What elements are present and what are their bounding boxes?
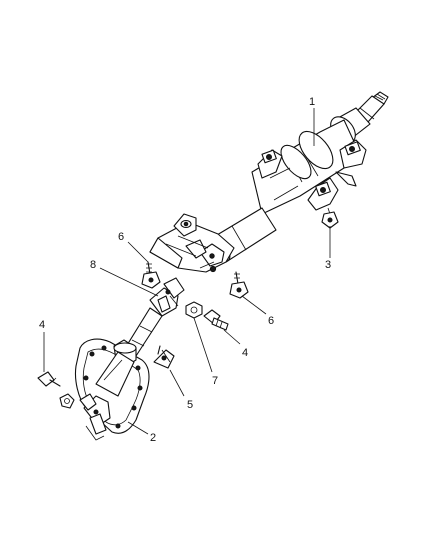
upper-universal-joint <box>149 277 185 317</box>
callout-4-middle: 4 <box>242 347 248 359</box>
steering-column-assembly <box>149 91 389 273</box>
lower-mounting-bracket <box>149 213 235 273</box>
leader-6-upper <box>127 241 149 263</box>
leader-2 <box>127 421 149 435</box>
stud-6-lower <box>229 271 249 299</box>
leader-6-lower <box>241 295 267 315</box>
lower-universal-joint <box>79 393 111 441</box>
stud-6-upper <box>141 261 161 289</box>
callout-7: 7 <box>212 375 218 387</box>
bolt-4-middle <box>203 309 229 331</box>
bolt-3 <box>321 207 339 229</box>
leader-8 <box>99 267 159 297</box>
leader-7 <box>193 317 213 373</box>
leader-5 <box>169 369 185 397</box>
callout-2: 2 <box>150 432 156 444</box>
callout-4-left: 4 <box>39 319 45 331</box>
bolt-5 <box>153 345 175 369</box>
center-housing <box>95 339 137 397</box>
callout-6-upper: 6 <box>118 231 124 243</box>
callout-8: 8 <box>90 259 96 271</box>
callout-labels: 1 2 3 4 4 5 6 6 7 8 <box>39 96 331 444</box>
washer-left <box>59 393 75 409</box>
upper-mounting-bracket <box>257 139 367 211</box>
nut-7 <box>185 301 203 319</box>
callout-5: 5 <box>187 399 193 411</box>
lower-coupler-assembly <box>74 338 150 441</box>
leader-lines <box>43 108 331 435</box>
leader-4-middle <box>223 329 241 345</box>
bolt-4-left <box>37 371 61 387</box>
callout-1: 1 <box>309 96 315 108</box>
callout-6-lower: 6 <box>268 315 274 327</box>
callout-3: 3 <box>325 259 331 271</box>
